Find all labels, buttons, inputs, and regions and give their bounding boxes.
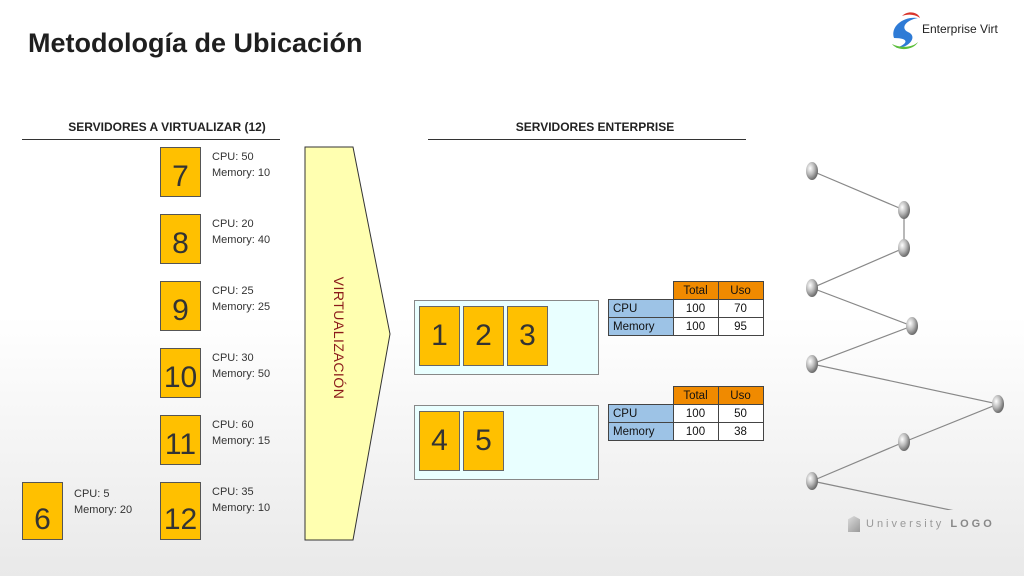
heading-servers-to-virtualize: SERVIDORES A VIRTUALIZAR (12) [68, 120, 266, 134]
server-box-9: 9 [160, 281, 201, 331]
divider-left [22, 139, 280, 140]
column-header-total: Total [672, 386, 719, 405]
table-row: CPU 100 70 [608, 299, 764, 318]
enterprise-virt-logo: Enterprise Virt [888, 8, 1008, 52]
cell-memory-uso: 95 [717, 317, 764, 336]
cpu-label: CPU: 25 [212, 285, 254, 297]
cpu-label: CPU: 50 [212, 151, 254, 163]
memory-label: Memory: 25 [212, 301, 271, 313]
heading-enterprise-servers: SERVIDORES ENTERPRISE [515, 120, 675, 134]
server-box-11: 11 [160, 415, 201, 465]
cell-cpu-uso: 50 [717, 404, 764, 423]
cell-cpu-uso: 70 [717, 299, 764, 318]
table-row: Memory 100 38 [608, 422, 764, 441]
shield-icon [848, 516, 860, 532]
host-2-resource-table: Total Uso CPU 100 50 Memory 100 38 [608, 386, 764, 441]
cell-memory-uso: 38 [717, 422, 764, 441]
memory-label: Memory: 10 [212, 502, 271, 514]
row-label-cpu: CPU [608, 299, 674, 318]
row-label-memory: Memory [608, 317, 674, 336]
host-2-server-5: 5 [463, 411, 504, 471]
column-header-uso: Uso [717, 281, 764, 300]
table-header-row: Total Uso [609, 386, 764, 405]
memory-label: Memory: 50 [212, 368, 271, 380]
cpu-label: CPU: 5 [74, 488, 110, 500]
host-1-server-1: 1 [419, 306, 460, 366]
page-title: Metodología de Ubicación [28, 28, 363, 58]
server-box-10: 10 [160, 348, 201, 398]
host-1-server-2: 2 [463, 306, 504, 366]
cell-memory-total: 100 [672, 317, 719, 336]
cpu-label: CPU: 60 [212, 419, 254, 431]
memory-label: Memory: 10 [212, 167, 271, 179]
server-box-7: 7 [160, 147, 201, 197]
row-label-cpu: CPU [608, 404, 674, 423]
server-10-specs: CPU: 30 Memory: 50 [212, 350, 270, 382]
server-box-8: 8 [160, 214, 201, 264]
cell-memory-total: 100 [672, 422, 719, 441]
server-8-specs: CPU: 20 Memory: 40 [212, 216, 270, 248]
divider-right [428, 139, 746, 140]
column-header-total: Total [672, 281, 719, 300]
cell-cpu-total: 100 [672, 299, 719, 318]
logo-text: Enterprise Virt [922, 22, 998, 36]
server-6-specs: CPU: 5 Memory: 20 [74, 486, 132, 518]
university-logo: University LOGO [848, 516, 995, 532]
cpu-label: CPU: 20 [212, 218, 254, 230]
logo-word: LOGO [950, 517, 995, 530]
virtualization-arrow [304, 146, 391, 541]
table-header-row: Total Uso [609, 281, 764, 300]
server-9-specs: CPU: 25 Memory: 25 [212, 283, 270, 315]
cpu-label: CPU: 30 [212, 352, 254, 364]
server-box-6: 6 [22, 482, 63, 540]
server-11-specs: CPU: 60 Memory: 15 [212, 417, 270, 449]
table-corner [609, 282, 674, 300]
row-label-memory: Memory [608, 422, 674, 441]
server-box-12: 12 [160, 482, 201, 540]
memory-label: Memory: 15 [212, 435, 271, 447]
decorative-network-graphic [806, 162, 1004, 510]
table-row: CPU 100 50 [608, 404, 764, 423]
virtualization-label: VIRTUALIZACIÓN [331, 276, 347, 400]
swirl-logo-icon [892, 12, 920, 50]
server-7-specs: CPU: 50 Memory: 10 [212, 149, 270, 181]
cpu-label: CPU: 35 [212, 486, 254, 498]
network-node-icon [806, 162, 1004, 490]
host-1-resource-table: Total Uso CPU 100 70 Memory 100 95 [608, 281, 764, 336]
memory-label: Memory: 20 [74, 504, 133, 516]
host-1-server-3: 3 [507, 306, 548, 366]
table-corner [609, 387, 674, 405]
memory-label: Memory: 40 [212, 234, 271, 246]
server-12-specs: CPU: 35 Memory: 10 [212, 484, 270, 516]
table-row: Memory 100 95 [608, 317, 764, 336]
university-text: University [866, 517, 945, 530]
cell-cpu-total: 100 [672, 404, 719, 423]
host-2-server-4: 4 [419, 411, 460, 471]
column-header-uso: Uso [717, 386, 764, 405]
